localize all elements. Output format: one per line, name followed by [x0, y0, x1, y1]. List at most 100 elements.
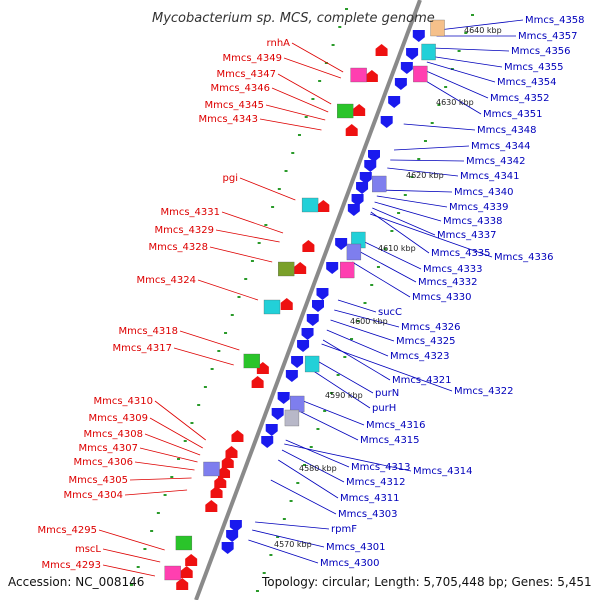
gene-label: Mmcs_4325 — [396, 336, 456, 347]
gene-label: purH — [372, 403, 396, 414]
leader-line — [270, 479, 337, 515]
gene-box — [337, 103, 354, 119]
gene-features — [164, 19, 445, 590]
gene-arrow — [364, 160, 377, 172]
track-dot — [276, 536, 280, 538]
leader-line — [387, 167, 459, 177]
track-dot — [316, 428, 320, 430]
track-dot — [324, 62, 328, 64]
leader-line — [281, 449, 345, 483]
gene-arrow — [297, 340, 310, 352]
gene-arrow — [316, 288, 329, 300]
gene-arrow — [210, 486, 223, 498]
gene-arrow — [326, 262, 339, 274]
gene-arrow — [265, 424, 278, 436]
gene-label: sucC — [378, 307, 402, 318]
gene-arrow — [317, 200, 330, 212]
track-dot — [318, 80, 322, 82]
gene-label: rnhA — [267, 38, 291, 49]
gene-arrow — [347, 204, 360, 216]
track-dot — [297, 134, 301, 136]
track-dot — [403, 194, 407, 196]
leader-line — [315, 359, 374, 394]
leader-line — [179, 330, 240, 351]
gene-label: Mmcs_4333 — [423, 264, 483, 275]
track-dot — [345, 8, 349, 10]
gene-label: Mmcs_4330 — [412, 292, 472, 303]
gene-label: Mmcs_4328 — [148, 242, 208, 253]
gene-arrow — [226, 530, 239, 542]
gene-label: Mmcs_4351 — [483, 109, 543, 120]
gene-label: pgi — [223, 173, 238, 184]
leader-line — [154, 400, 206, 441]
gene-arrow — [229, 520, 242, 532]
leader-line — [102, 548, 161, 563]
gene-arrow — [345, 124, 358, 136]
track-dot — [291, 152, 295, 154]
gene-arrow — [302, 240, 315, 252]
gene-arrow — [351, 194, 364, 206]
leader-line — [429, 55, 503, 68]
gene-arrow — [353, 104, 366, 116]
gene-arrow — [365, 70, 378, 82]
leader-line — [252, 529, 325, 548]
gene-arrow — [406, 48, 419, 60]
gene-arrow — [312, 300, 324, 312]
track-dot — [296, 482, 300, 484]
track-dot — [262, 572, 266, 574]
gene-label: Mmcs_4337 — [437, 230, 497, 241]
leader-line — [296, 409, 359, 441]
track-dot — [343, 356, 347, 358]
gene-box — [203, 461, 220, 477]
gene-arrow — [231, 430, 244, 442]
leader-line — [322, 339, 391, 381]
gene-box — [346, 243, 362, 261]
gene-label: Mmcs_4295 — [37, 525, 97, 536]
leader-line — [102, 564, 156, 577]
gene-label: Mmcs_4300 — [320, 558, 380, 569]
gene-label: Mmcs_4339 — [449, 202, 509, 213]
leader-line — [221, 211, 284, 234]
leader-line — [326, 329, 389, 357]
leader-line — [337, 299, 377, 313]
track-dot — [390, 230, 394, 232]
gene-box — [175, 535, 193, 551]
gene-label: Mmcs_4301 — [326, 542, 386, 553]
leader-line — [144, 433, 201, 456]
track-dot — [323, 410, 327, 412]
track-dot — [230, 314, 234, 316]
leader-line — [374, 201, 442, 222]
gene-label: Mmcs_4309 — [88, 413, 148, 424]
leader-line — [432, 47, 510, 52]
track-dot — [136, 566, 140, 568]
gene-arrow — [306, 314, 319, 326]
gene-label: Mmcs_4305 — [68, 475, 128, 486]
gene-label: Mmcs_4318 — [118, 326, 178, 337]
track-dot — [190, 422, 194, 424]
leader-line — [379, 189, 453, 193]
tick-label: 4640 kbp — [464, 26, 502, 35]
leader-line — [285, 439, 350, 468]
gene-arrow — [205, 500, 218, 512]
tick-label: 4590 kbp — [325, 391, 363, 400]
track-dot — [289, 500, 293, 502]
track-dot — [430, 122, 434, 124]
track-dot — [244, 278, 248, 280]
leader-line — [311, 369, 371, 409]
track-dot — [269, 554, 273, 556]
gene-label: Mmcs_4310 — [93, 396, 153, 407]
track-dot — [417, 158, 421, 160]
leader-line — [291, 42, 344, 73]
leader-line — [356, 249, 417, 283]
gene-box — [284, 409, 300, 427]
track-dot — [336, 374, 340, 376]
track-dot — [329, 392, 333, 394]
gene-label: purN — [375, 388, 399, 399]
gene-box — [413, 65, 428, 83]
gene-box — [278, 261, 295, 277]
track-dot — [150, 530, 154, 532]
track-dot — [257, 242, 261, 244]
gene-box — [301, 197, 319, 213]
gene-label: Mmcs_4316 — [366, 420, 426, 431]
